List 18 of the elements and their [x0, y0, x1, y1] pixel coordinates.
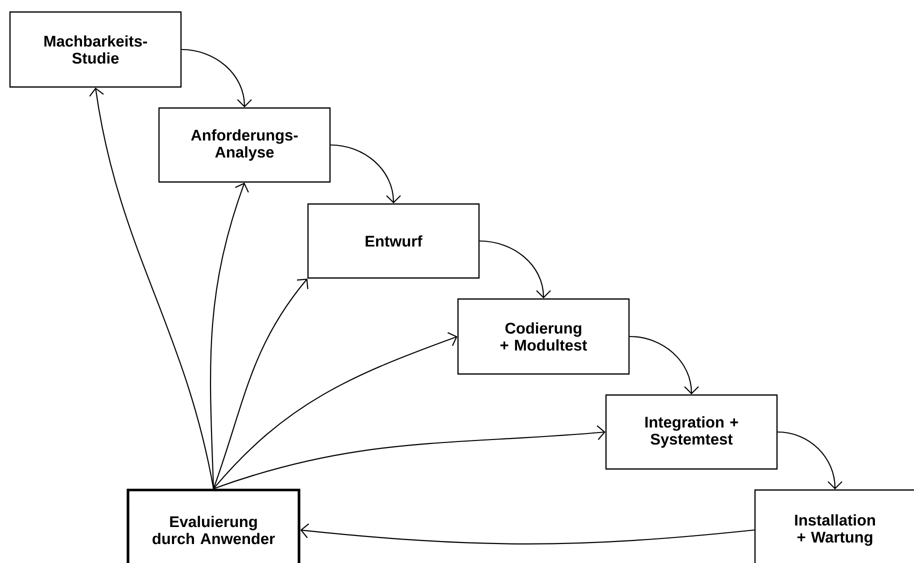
arrow	[212, 278, 308, 489]
process-box: Integration + Systemtest	[605, 394, 778, 470]
arrow	[300, 523, 754, 544]
arrow	[89, 88, 214, 489]
process-box: Codierung + Modultest	[457, 298, 630, 375]
process-box: Machbarkeits- Studie	[9, 11, 182, 88]
arrow	[213, 425, 606, 490]
arrow	[330, 144, 401, 204]
arrow	[480, 240, 551, 298]
process-box: Installation + Wartung	[754, 489, 914, 563]
arrow	[778, 431, 842, 490]
process-box: Anforderungs- Analyse	[158, 107, 331, 183]
arrow	[630, 336, 699, 394]
arrow	[182, 48, 252, 108]
process-box: Evaluierung durch Anwender	[126, 488, 300, 563]
arrow	[213, 332, 458, 490]
process-box: Entwurf	[307, 203, 480, 279]
arrow	[210, 182, 249, 489]
